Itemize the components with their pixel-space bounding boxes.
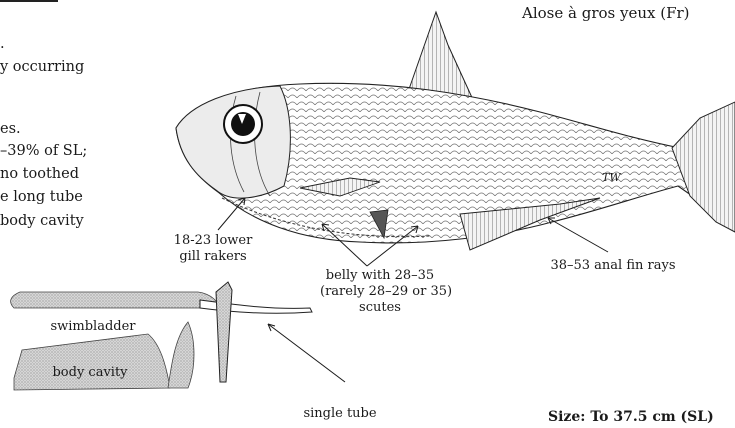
swimbladder-shape xyxy=(11,292,220,308)
cavity-lobe-shape xyxy=(168,322,194,388)
body-cavity-shape xyxy=(14,334,170,390)
belly-scutes-label-line-2: (rarely 28–29 or 35) xyxy=(320,284,440,299)
fish-head xyxy=(176,86,290,198)
body-cavity-label: body cavity xyxy=(40,365,140,380)
caudal-fin xyxy=(672,102,735,232)
belly-scutes-label-line-1: belly with 28–35 xyxy=(320,268,440,283)
anal-fin-label: 38–53 anal fin rays xyxy=(548,258,678,273)
belly-scutes-label-line-3: scutes xyxy=(320,300,440,315)
single-tube-label: single tube xyxy=(290,406,390,421)
size-text: Size: To 37.5 cm (SL) xyxy=(548,408,714,426)
gill-rakers-label-line-2: gill rakers xyxy=(168,249,258,264)
vertical-spine-shape xyxy=(216,282,232,382)
artist-initials: TW xyxy=(602,170,621,185)
gill-rakers-label-line-1: 18-23 lower xyxy=(168,233,258,248)
swimbladder-label: swimbladder xyxy=(38,319,148,334)
